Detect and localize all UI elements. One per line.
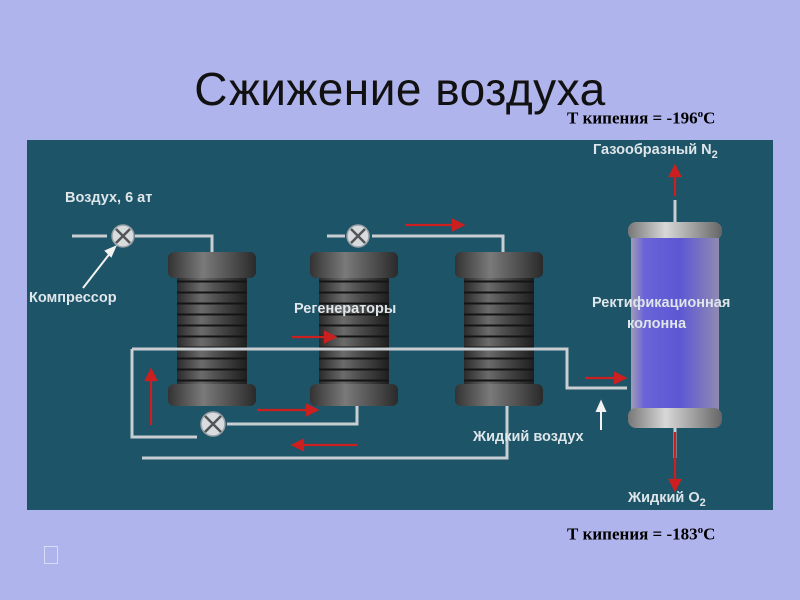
boiling-point-o2-unit: С bbox=[703, 524, 716, 544]
degree-mark: o bbox=[697, 108, 704, 120]
pipe-comp3 bbox=[227, 402, 359, 426]
degree-mark: o bbox=[697, 524, 704, 536]
pipe-bottom bbox=[142, 402, 509, 460]
slide-nav-button[interactable] bbox=[44, 546, 58, 564]
gas-n2-text: Газообразный N bbox=[593, 142, 712, 158]
compressor-icon bbox=[111, 224, 135, 248]
compressor-label: Компрессор bbox=[29, 290, 117, 306]
boiling-point-n2: Т кипения = -196oС bbox=[567, 108, 715, 129]
slide-title: Сжижение воздуха bbox=[194, 63, 606, 115]
pipe-comp1-regen1 bbox=[135, 234, 214, 258]
liquid-air-label: Жидкий воздух bbox=[473, 429, 584, 445]
boiling-point-o2-value: Т кипения = -183 bbox=[567, 524, 698, 544]
liquid-o2-text: Жидкий O bbox=[628, 490, 700, 506]
liquid-o2-label: Жидкий O2 bbox=[628, 490, 706, 509]
gas-n2-subscript: 2 bbox=[711, 148, 718, 161]
diagram-drawing bbox=[72, 163, 722, 493]
air-liquefaction-diagram: Воздух, 6 ат Компрессор Регенераторы Рек… bbox=[27, 140, 773, 510]
gas-n2-label: Газообразный N2 bbox=[593, 142, 718, 161]
regenerator-2 bbox=[310, 252, 398, 406]
pipe-comp2-regen3 bbox=[372, 234, 505, 258]
regenerator-1 bbox=[168, 252, 256, 406]
boiling-point-n2-unit: С bbox=[703, 108, 716, 128]
compressor-icon bbox=[346, 224, 370, 248]
compressor-icon bbox=[200, 411, 226, 437]
pointer-arrows bbox=[82, 245, 607, 430]
rectification-column bbox=[628, 222, 722, 428]
pipe-left-loop bbox=[130, 349, 197, 439]
column-label-line1: Ректификационная bbox=[592, 295, 731, 311]
boiling-point-o2: Т кипения = -183oС bbox=[567, 524, 715, 545]
regenerator-3 bbox=[455, 252, 543, 406]
column-label-line2: колонна bbox=[627, 316, 687, 332]
air-input-label: Воздух, 6 ат bbox=[65, 190, 153, 206]
regenerators-label: Регенераторы bbox=[294, 301, 397, 317]
boiling-point-n2-value: Т кипения = -196 bbox=[567, 108, 698, 128]
flow-arrows bbox=[144, 163, 682, 493]
liquid-o2-subscript: 2 bbox=[699, 496, 706, 509]
